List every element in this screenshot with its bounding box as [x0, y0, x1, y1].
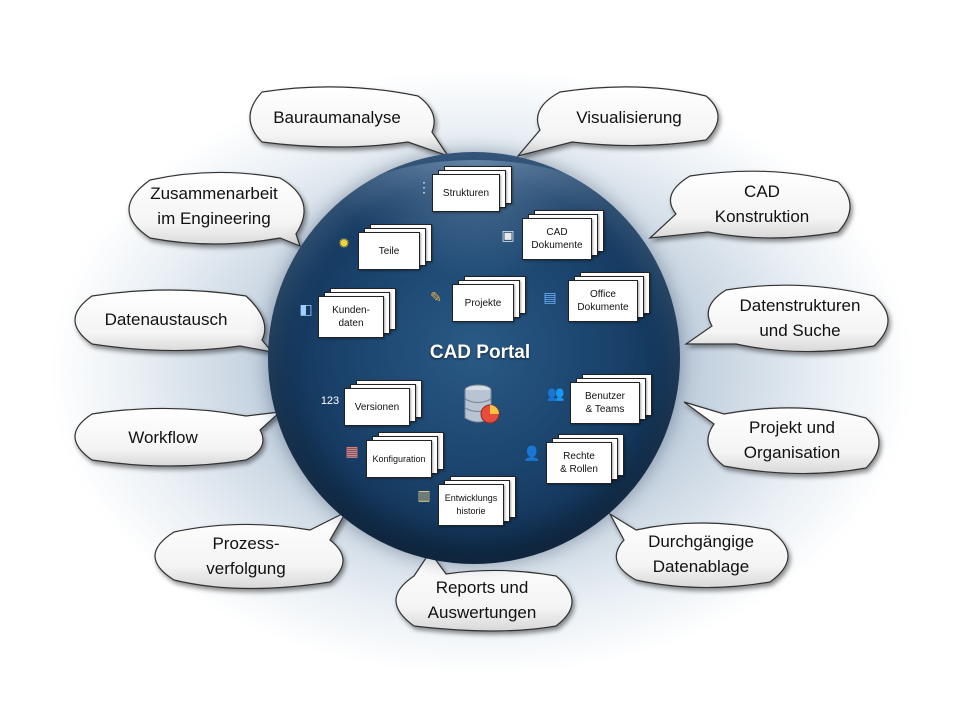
doc-cad-dokumente: CAD Dokumente	[522, 210, 606, 260]
bubble-cad-konstruktion: CAD Konstruktion	[714, 182, 810, 226]
versions-icon: 123	[320, 395, 340, 407]
clipboard-icon: ▥	[417, 487, 431, 503]
users-icon: 👥	[547, 385, 565, 401]
bubble-datenaustausch: Datenaustausch	[104, 309, 228, 329]
doc-label: CAD Dokumente	[531, 227, 583, 251]
doc-label: Versionen	[354, 401, 400, 413]
doc-label: Rechte & Rollen	[560, 451, 598, 475]
bubble-shape-workflow	[74, 407, 282, 467]
structure-icon: ⋮	[417, 179, 431, 195]
bubble-visualisierung: Visualisierung	[576, 107, 682, 127]
doc-versionen: Versionen	[344, 380, 424, 426]
doc-kundendaten: Kunden- daten	[318, 288, 398, 338]
gear-icon: ✹	[338, 235, 350, 251]
bubble-shape-datenaustausch	[74, 289, 274, 353]
bubble-prozessverfolgung: Prozess- verfolgung	[206, 534, 286, 578]
bubble-workflow: Workflow	[128, 427, 198, 447]
customer-icon: ◧	[299, 301, 313, 317]
doc-office-dokumente: Office Dokumente	[568, 272, 652, 322]
doc-label: Kunden- daten	[332, 305, 370, 329]
doc-teile: Teile	[358, 224, 434, 270]
bubble-zusammenarbeit: Zusammenarbeit im Engineering	[150, 184, 278, 228]
doc-label: Benutzer & Teams	[584, 391, 626, 415]
doc-konfiguration: Konfiguration	[366, 432, 446, 478]
doc-label: Projekte	[464, 297, 502, 309]
rights-icon: 👤	[523, 445, 541, 461]
doc-benutzer: Benutzer & Teams	[570, 374, 654, 424]
doc-label: Strukturen	[442, 187, 490, 199]
bubble-reports: Reports und Auswertungen	[427, 578, 537, 622]
doc-label: Office Dokumente	[577, 289, 629, 313]
doc-strukturen: Strukturen	[432, 166, 514, 212]
database-icon	[464, 384, 500, 424]
doc-rechte: Rechte & Rollen	[546, 434, 626, 484]
pencil-icon: ✎	[430, 289, 442, 305]
doc-label: Teile	[378, 245, 400, 257]
doc-label: Entwicklungs historie	[444, 493, 498, 516]
doc-label: Konfiguration	[372, 453, 426, 464]
bubble-shape-datenablage	[608, 512, 789, 589]
bubble-shape-projekt	[683, 401, 880, 475]
bubble-shape-visualisierung	[516, 86, 719, 158]
bubble-shape-reports	[395, 550, 573, 632]
bubble-projekt: Projekt und Organisation	[743, 418, 841, 462]
office-icon: ▤	[543, 289, 557, 305]
bubble-shape-cad-konstruktion	[648, 170, 851, 239]
doc-projekte: Projekte	[452, 276, 528, 322]
bubble-shape-prozessverfolgung	[154, 510, 348, 590]
config-icon: ▦	[345, 443, 359, 459]
bubble-shape-zusammenarbeit	[128, 171, 305, 248]
bubble-bauraumanalyse: Bauraumanalyse	[273, 107, 401, 127]
bubble-datenablage: Durchgängige Datenablage	[648, 532, 754, 576]
bubble-shape-datenstrukturen	[684, 284, 889, 353]
bubble-datenstrukturen: Datenstrukturen und Suche	[739, 296, 861, 340]
cad-icon: ▣	[501, 227, 515, 243]
doc-entwicklungshistorie: Entwicklungs historie	[438, 476, 518, 526]
portal-title: CAD Portal	[429, 342, 531, 363]
